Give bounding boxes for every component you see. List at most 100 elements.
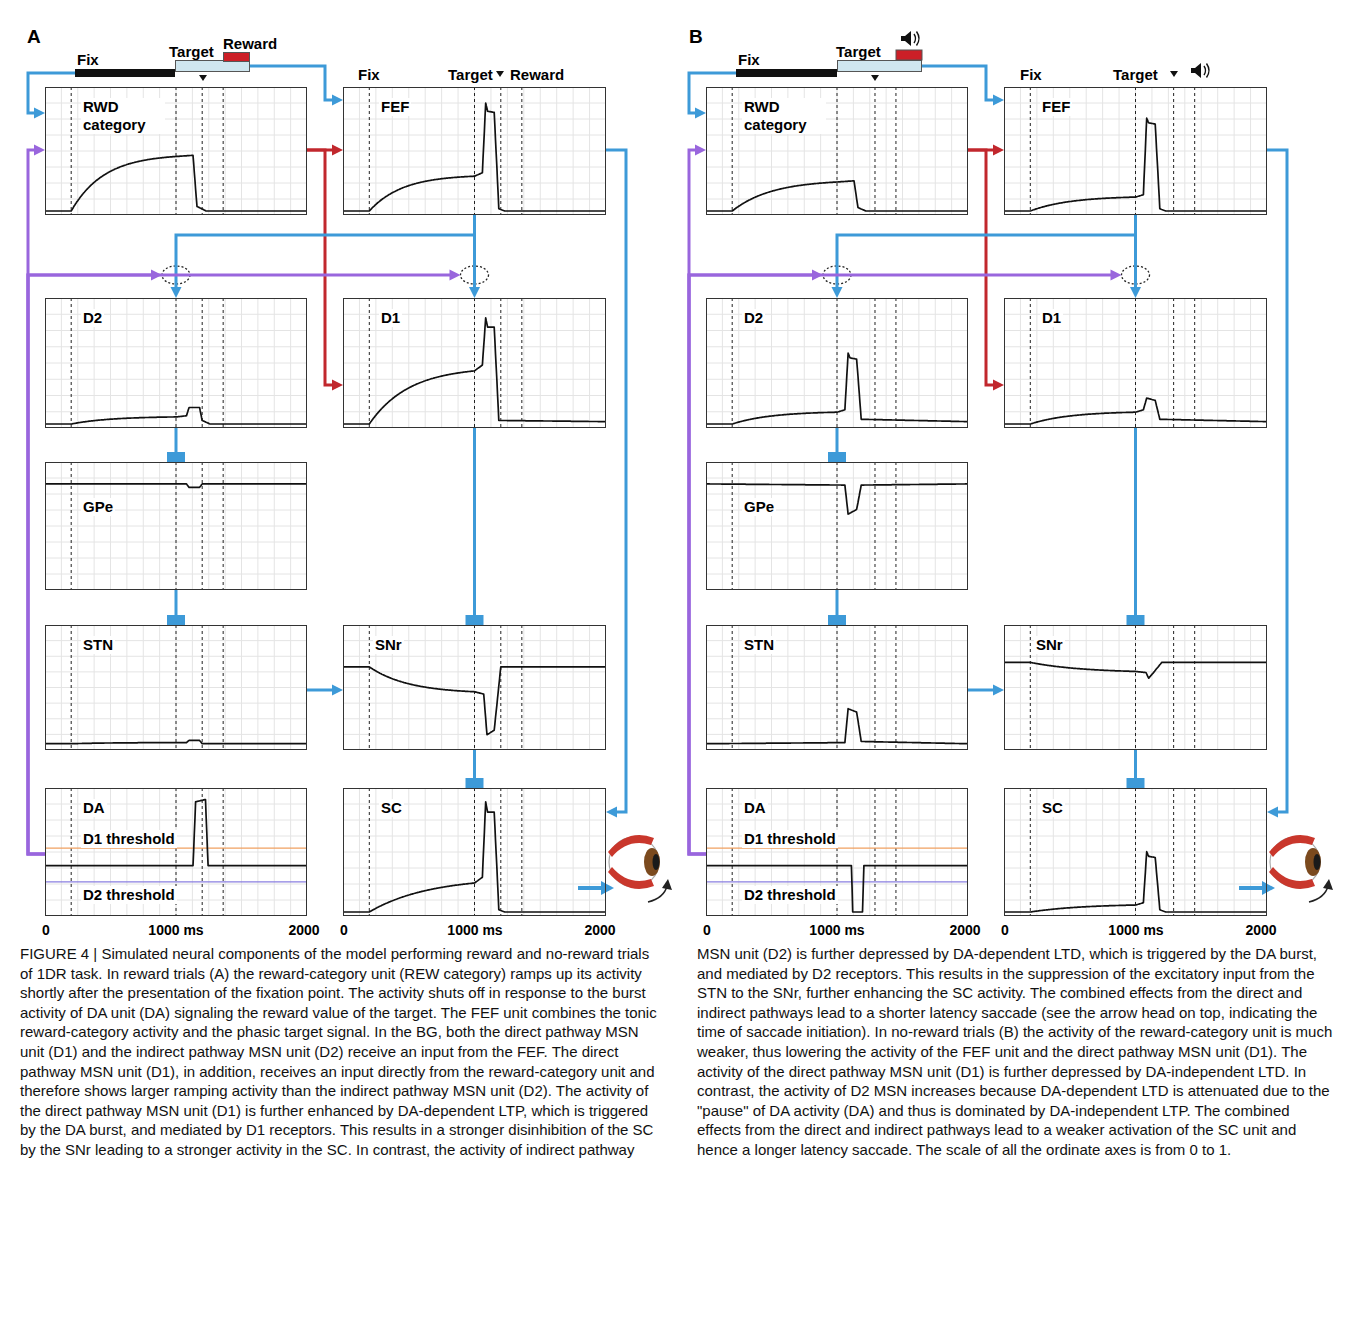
- speaker-icon-part: [1204, 66, 1206, 75]
- event-line: [837, 298, 838, 428]
- event-line: [895, 462, 896, 590]
- grid-line: [45, 526, 307, 527]
- connector-line: [836, 428, 839, 453]
- unit-label: FEF: [379, 98, 411, 116]
- grid-line: [706, 574, 968, 575]
- saccade-marker-part: [1170, 71, 1178, 77]
- connector-head: [332, 380, 343, 391]
- grid-line: [343, 852, 606, 853]
- reward-bar: Reward: [223, 52, 250, 62]
- connector: [307, 150, 343, 391]
- connector-head: [1127, 615, 1145, 625]
- connector-head: [695, 145, 706, 156]
- event-line: [1135, 788, 1136, 916]
- activity-trace: [706, 866, 968, 912]
- gpe-plot: [706, 462, 968, 590]
- axis-label: 0: [339, 921, 349, 939]
- connector: [1130, 215, 1141, 298]
- axis-label: 1000 ms: [808, 921, 865, 939]
- activity-trace: [45, 484, 307, 488]
- event-line: [874, 298, 875, 428]
- event-line: [521, 87, 522, 215]
- dopamine-plot: DAD1 thresholdD2 threshold: [45, 788, 307, 916]
- unit-label: SC: [1040, 799, 1065, 817]
- unit-label: RWD category: [742, 98, 826, 134]
- connector: [466, 428, 484, 625]
- event-line: [223, 298, 224, 428]
- activity-trace: [1004, 662, 1267, 678]
- grid-line: [1004, 151, 1267, 152]
- d1-msn-plot: [1004, 298, 1267, 428]
- event-line: [1135, 298, 1136, 428]
- connector-line: [1134, 428, 1137, 616]
- timeline-label: Fix: [77, 51, 99, 68]
- connector-head: [332, 685, 343, 696]
- connector-head: [993, 95, 1004, 106]
- event-line: [895, 625, 896, 750]
- d2-msn-plot: [706, 298, 968, 428]
- saccade-marker-part: [871, 75, 879, 81]
- event-line: [1030, 625, 1031, 750]
- unit-label: SC: [379, 799, 404, 817]
- dopamine-plot: [706, 788, 968, 916]
- plot-traces: [45, 87, 1267, 916]
- event-line: [874, 462, 875, 590]
- event-line: [474, 87, 475, 215]
- connector-line: [968, 689, 994, 692]
- grid-line: [706, 718, 968, 719]
- event-line: [1194, 625, 1195, 750]
- gpe-plot: GPe: [45, 462, 307, 590]
- activity-trace: [1004, 118, 1267, 211]
- connector-head: [466, 778, 484, 788]
- stn-plot: [45, 625, 307, 750]
- connector: [922, 66, 1004, 106]
- event-line: [895, 87, 896, 215]
- dopamine-plot: [45, 788, 307, 916]
- event-line: [202, 462, 203, 590]
- grid-line: [45, 574, 307, 575]
- event-line: [1135, 87, 1136, 215]
- event-line: [1194, 298, 1195, 428]
- connector-line: [473, 750, 476, 779]
- sc-plot: SC: [1004, 788, 1267, 916]
- stn-plot: [706, 625, 968, 750]
- eye-icon-part: [1323, 879, 1333, 890]
- fef-plot: [1004, 87, 1267, 215]
- axis-label: 1000 ms: [446, 921, 503, 939]
- connector-head: [993, 685, 1004, 696]
- connector-head: [450, 270, 461, 281]
- unit-label: RWD category: [81, 98, 165, 134]
- speaker-icon-part: [1207, 64, 1210, 78]
- event-line: [1030, 298, 1031, 428]
- activity-trace: [45, 800, 307, 866]
- connector-line: [28, 73, 75, 113]
- connector: [167, 590, 185, 625]
- speaker-icon: [901, 31, 919, 46]
- axis-label: 1000 ms: [1107, 921, 1164, 939]
- event-line: [874, 788, 875, 916]
- eye-icon-part: [608, 867, 654, 889]
- connector-line: [28, 150, 45, 854]
- event-line: [1135, 625, 1136, 750]
- d1-msn-plot: [343, 298, 606, 428]
- unit-label: D2: [742, 309, 765, 327]
- snr-plot: SNr: [1004, 625, 1267, 750]
- grid-line: [343, 151, 606, 152]
- event-line: [732, 788, 733, 916]
- activity-trace: [45, 740, 307, 743]
- event-line: [176, 462, 177, 590]
- event-line: [202, 788, 203, 916]
- d1-msn-plot: D1: [1004, 298, 1267, 428]
- event-line: [202, 87, 203, 215]
- stn-plot: STN: [706, 625, 968, 750]
- unit-label: D1: [379, 309, 402, 327]
- grid-line: [1004, 199, 1267, 200]
- connector: [466, 750, 484, 788]
- grid-line: [45, 718, 307, 719]
- timeline-label: Reward: [223, 35, 277, 52]
- unit-label: STN: [81, 636, 115, 654]
- connector-head: [332, 95, 343, 106]
- dopamine-plot: DAD1 thresholdD2 threshold: [706, 788, 968, 916]
- sc-plot: [1004, 788, 1267, 916]
- axis-label: 1000 ms: [147, 921, 204, 939]
